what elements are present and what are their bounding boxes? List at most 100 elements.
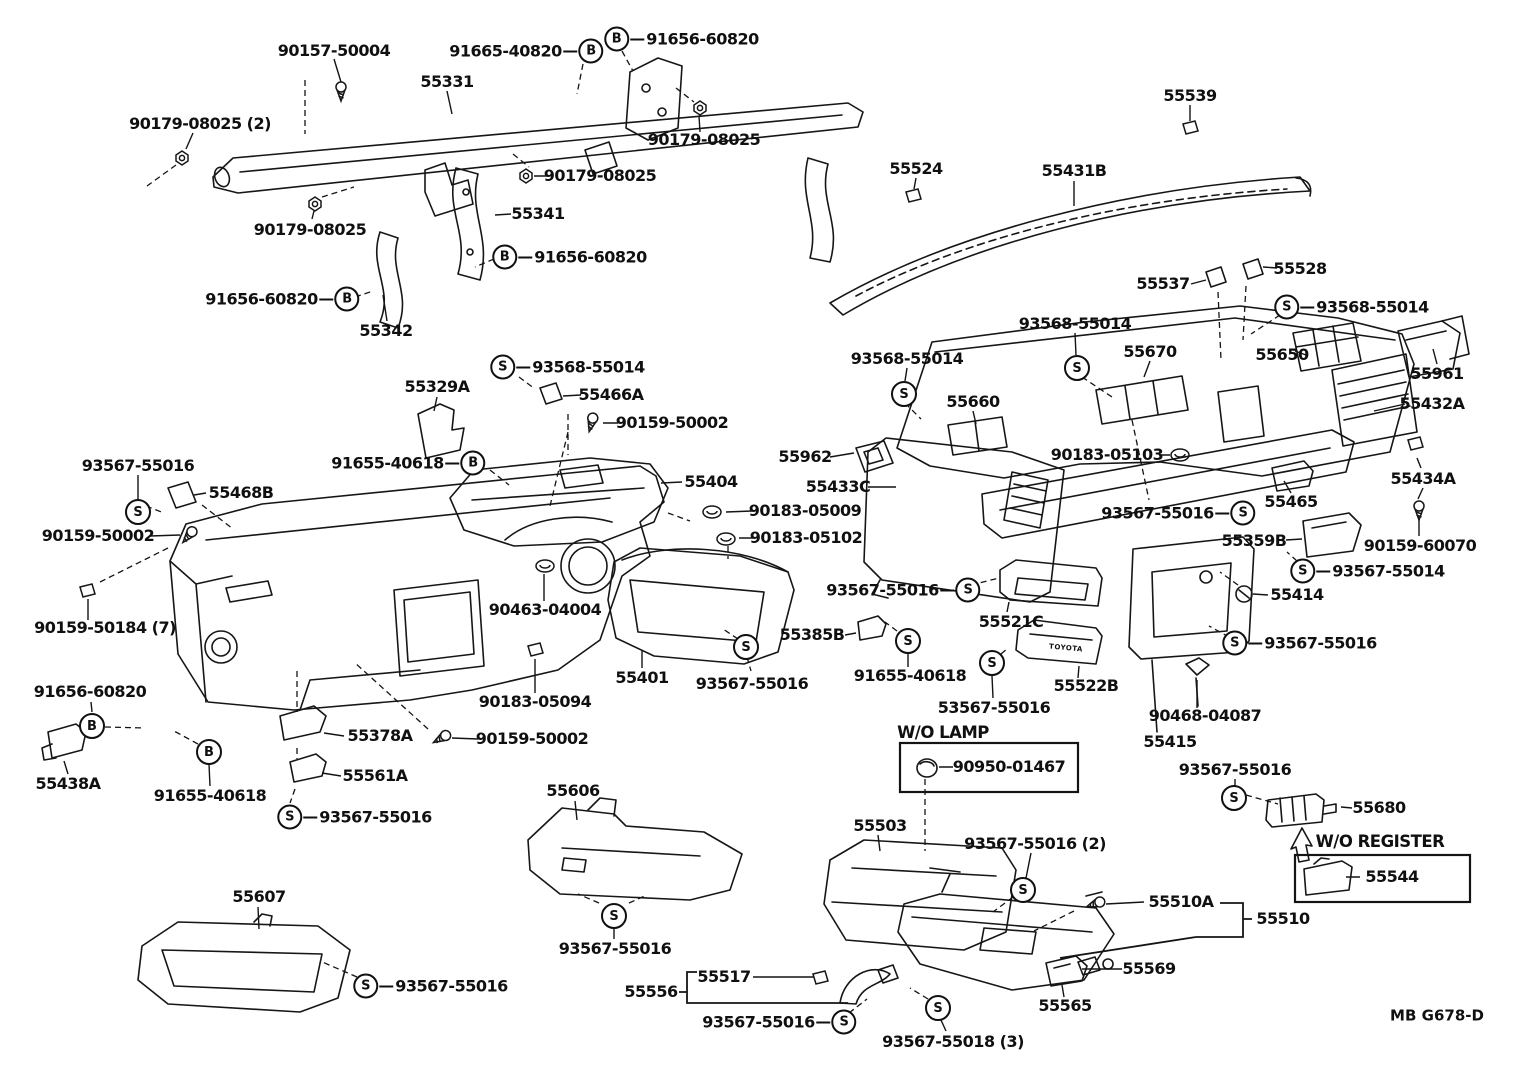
label-text: 55341 bbox=[511, 204, 565, 223]
part-number-label: 93568-55014 bbox=[1018, 316, 1132, 332]
screw-marker-icon: S bbox=[490, 354, 516, 380]
screw-marker-icon: S bbox=[601, 903, 627, 929]
label-text: 55415 bbox=[1143, 732, 1197, 751]
part-number-label: 90179-08025 bbox=[647, 132, 761, 148]
part-number-label: 55537 bbox=[1135, 276, 1190, 292]
parts-artwork bbox=[41, 57, 1470, 1013]
part-number-label: 55565 bbox=[1037, 998, 1092, 1014]
label-text: 55401 bbox=[615, 668, 669, 687]
part-number-label: 90159-60070 bbox=[1363, 538, 1477, 554]
part-number-label: 55465 bbox=[1263, 494, 1318, 510]
label-text: 55465 bbox=[1264, 492, 1318, 511]
part-number-label: 91665-40820 B bbox=[448, 38, 604, 64]
option-note-label: W/O REGISTER bbox=[1315, 833, 1446, 851]
part-number-label: 93567-55016 bbox=[695, 676, 809, 692]
label-text: 55510 bbox=[1256, 909, 1310, 928]
screw-marker-icon: S bbox=[1230, 500, 1256, 526]
label-text: 91656-60820 bbox=[534, 247, 647, 266]
screw-marker-icon: S bbox=[925, 995, 951, 1021]
part-number-label: 90183-05103 bbox=[1050, 447, 1164, 463]
label-text: 91656-60820 bbox=[646, 29, 759, 48]
label-text: 90183-05103 bbox=[1050, 445, 1164, 464]
part-number-label: 55342 bbox=[358, 323, 413, 339]
part-number-label: 55415 bbox=[1142, 734, 1197, 750]
leader-dash bbox=[445, 462, 460, 464]
part-number-label: 55331 bbox=[419, 74, 474, 90]
label-text: 91665-40820 bbox=[449, 41, 562, 60]
screw-marker-icon: S bbox=[895, 628, 921, 654]
part-number-label: 93567-55016 (2) bbox=[963, 836, 1107, 852]
part-number-label: 55414 bbox=[1269, 587, 1324, 603]
part-number-label: 55329A bbox=[403, 379, 470, 395]
label-text: MB G678-D bbox=[1390, 1006, 1484, 1025]
screw-marker-icon: S bbox=[955, 577, 981, 603]
part-number-label: 55606 bbox=[545, 783, 600, 799]
bolt-marker-icon: B bbox=[196, 739, 222, 765]
label-text: 93567-55016 bbox=[702, 1012, 815, 1031]
part-number-label: 90159-50002 bbox=[41, 528, 155, 544]
label-text: 55503 bbox=[853, 816, 907, 835]
label-text: 55556 bbox=[624, 982, 678, 1001]
label-text: 55432A bbox=[1399, 394, 1465, 413]
screw-marker-icon: S bbox=[733, 634, 759, 660]
part-number-label: 55510 bbox=[1255, 911, 1310, 927]
label-text: 91655-40618 bbox=[153, 786, 267, 805]
part-number-label: 53567-55016 bbox=[937, 700, 1051, 716]
label-text: 55517 bbox=[697, 967, 751, 986]
part-number-label: 55961 bbox=[1409, 366, 1464, 382]
label-text: 93568-55014 bbox=[850, 349, 964, 368]
label-text: 91655-40618 bbox=[331, 453, 444, 472]
part-number-label: 55569 bbox=[1121, 961, 1176, 977]
part-number-label: 91655-40618 bbox=[853, 668, 967, 684]
part-number-label: 55468B bbox=[208, 485, 275, 501]
part-emboss-text: TOYOTA bbox=[1048, 642, 1084, 654]
label-text: 55434A bbox=[1390, 469, 1456, 488]
label-text: 55433C bbox=[805, 477, 871, 496]
bolt-marker-icon: B bbox=[460, 450, 486, 476]
label-text: 55522B bbox=[1053, 676, 1119, 695]
wo-lamp-box bbox=[898, 741, 1080, 794]
bolt-marker-icon: B bbox=[578, 38, 604, 64]
screw-marker-icon: S bbox=[1064, 355, 1090, 381]
leader-dash bbox=[1215, 512, 1230, 514]
part-number-label: 55670 bbox=[1122, 344, 1177, 360]
part-number-label: 55544 bbox=[1364, 869, 1419, 885]
label-text: 90463-04004 bbox=[488, 600, 602, 619]
leader-dash bbox=[630, 38, 645, 40]
label-text: 55342 bbox=[359, 321, 413, 340]
part-number-label: 55431B bbox=[1041, 163, 1108, 179]
part-number-label: 90159-50002 bbox=[615, 415, 729, 431]
grouping-brackets bbox=[679, 902, 1252, 1004]
label-text: 93567-55016 bbox=[558, 939, 672, 958]
label-text: 55385B bbox=[779, 625, 845, 644]
dashed-lines bbox=[97, 50, 1298, 1014]
screw-marker-icon: S bbox=[831, 1009, 857, 1035]
part-number-label: 90157-50004 bbox=[277, 43, 391, 59]
screw-marker-icon: S bbox=[1274, 294, 1300, 320]
part-number-label: 55433C bbox=[805, 479, 871, 495]
label-text: 93567-55016 bbox=[826, 580, 939, 599]
label-text: 93567-55016 bbox=[319, 807, 432, 826]
screw-marker-icon: S bbox=[353, 973, 379, 999]
label-text: 90179-08025 (2) bbox=[129, 114, 271, 133]
label-text: 93567-55016 bbox=[395, 976, 508, 995]
part-number-label: 55401 bbox=[614, 670, 669, 686]
label-text: 90179-08025 bbox=[253, 220, 367, 239]
label-text: 55680 bbox=[1352, 798, 1406, 817]
label-text: 90183-05094 bbox=[478, 692, 592, 711]
screw-marker-icon: S bbox=[277, 804, 303, 830]
label-text: 55569 bbox=[1122, 959, 1176, 978]
wo-register-box bbox=[1293, 853, 1472, 904]
label-text: 53567-55016 bbox=[937, 698, 1051, 717]
part-number-label: 55432A bbox=[1398, 396, 1465, 412]
label-text: 55521C bbox=[978, 612, 1044, 631]
part-number-label: 90463-04004 bbox=[488, 602, 602, 618]
screw-marker-icon: S bbox=[1010, 877, 1036, 903]
leader-dash bbox=[319, 298, 334, 300]
part-number-label: 55510A bbox=[1147, 894, 1214, 910]
part-number-label: 55607 bbox=[231, 889, 286, 905]
